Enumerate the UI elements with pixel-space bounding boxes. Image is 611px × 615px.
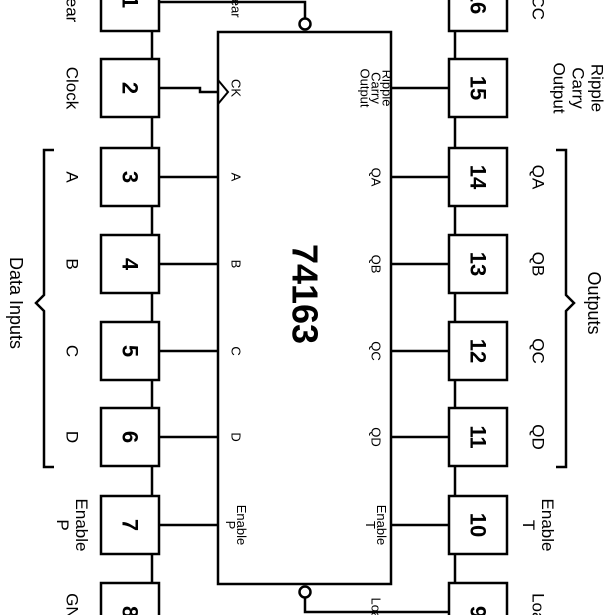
data-inputs-brace bbox=[34, 148, 54, 469]
pin-inner-label: C bbox=[229, 346, 244, 355]
pin-box bbox=[99, 320, 161, 382]
data-inputs-label: Data Inputs bbox=[6, 257, 26, 349]
pin-inner-label: D bbox=[229, 432, 244, 441]
pin-number: 12 bbox=[466, 339, 491, 363]
pin-outer-label: QD bbox=[529, 424, 548, 450]
pin-number: 3 bbox=[118, 171, 143, 183]
pin-1: 1 bbox=[99, 0, 161, 33]
pin-inner-label: B bbox=[229, 260, 244, 269]
pin-number: 16 bbox=[466, 0, 491, 14]
pin-box bbox=[99, 146, 161, 208]
pin-8: 8 bbox=[99, 581, 161, 615]
pin-inner-label: Clear bbox=[229, 0, 244, 18]
pin-outer-label: QC bbox=[529, 338, 548, 364]
pin-box bbox=[99, 581, 161, 615]
pin-box bbox=[447, 0, 509, 33]
pin-outer-label: QB bbox=[529, 252, 548, 277]
pin-box bbox=[99, 0, 161, 33]
pin-15: 15 bbox=[447, 57, 509, 119]
pin-number: 2 bbox=[118, 82, 143, 94]
pin-box bbox=[447, 57, 509, 119]
pin-box bbox=[447, 406, 509, 468]
pin-11: 11 bbox=[447, 406, 509, 468]
clear-inversion-bubble bbox=[298, 17, 312, 31]
pin-inner-label: CK bbox=[229, 79, 244, 97]
pin-outer-label: C bbox=[63, 345, 82, 357]
pin-outer-label: Clear bbox=[63, 0, 82, 23]
pin-number: 5 bbox=[118, 345, 143, 357]
pin-number: 10 bbox=[466, 513, 491, 537]
wire-clock bbox=[159, 86, 218, 94]
wire-load bbox=[303, 598, 449, 614]
pin-inner-label: Load bbox=[369, 598, 384, 615]
pin-outer-label: Load bbox=[529, 593, 548, 615]
load-inversion-bubble bbox=[298, 585, 312, 599]
pin-box bbox=[99, 233, 161, 295]
pin-outer-label: Clock bbox=[63, 67, 82, 110]
pin-box bbox=[447, 494, 509, 556]
pin-10: 10 bbox=[447, 494, 509, 556]
pin-number: 8 bbox=[118, 606, 143, 615]
pin-inner-label: RippleCarryOutput bbox=[358, 68, 395, 107]
outputs-brace bbox=[556, 148, 576, 469]
pin-12: 12 bbox=[447, 320, 509, 382]
pin-number: 4 bbox=[118, 258, 143, 271]
pin-number: 6 bbox=[118, 431, 143, 443]
pin-number: 1 bbox=[118, 0, 143, 8]
pin-outer-label: GND bbox=[63, 593, 82, 615]
pin-number: 7 bbox=[118, 519, 143, 531]
pin-outer-label: B bbox=[63, 258, 82, 269]
pin-box bbox=[447, 233, 509, 295]
pin-4: 4 bbox=[99, 233, 161, 295]
pin-7: 7 bbox=[99, 494, 161, 556]
pin-box bbox=[99, 494, 161, 556]
pin-16: 16 bbox=[447, 0, 509, 33]
pin-3: 3 bbox=[99, 146, 161, 208]
pin-inner-label: EnableP bbox=[223, 505, 249, 545]
pin-inner-label: QC bbox=[369, 341, 384, 361]
pin-number: 9 bbox=[466, 606, 491, 615]
pin-14: 14 bbox=[447, 146, 509, 208]
pin-2: 2 bbox=[99, 57, 161, 119]
pin-outer-label: A bbox=[63, 171, 82, 183]
pin-inner-label: QB bbox=[369, 255, 384, 274]
pin-outer-label: EnableP bbox=[53, 499, 91, 552]
pin-outer-label: EnableT bbox=[519, 499, 557, 552]
wire-clear bbox=[159, 0, 307, 18]
pin-inner-label: QA bbox=[369, 168, 384, 187]
pin-13: 13 bbox=[447, 233, 509, 295]
chip-body bbox=[216, 30, 393, 586]
pin-outer-label: VCC bbox=[529, 0, 548, 20]
pin-9: 9 bbox=[447, 581, 509, 615]
pin-number: 14 bbox=[466, 165, 491, 190]
pin-inner-label: EnableT bbox=[363, 505, 389, 545]
pin-number: 11 bbox=[466, 425, 491, 448]
pin-inner-label: A bbox=[229, 173, 244, 182]
pin-6: 6 bbox=[99, 406, 161, 468]
pin-number: 15 bbox=[466, 76, 491, 100]
outputs-label: Outputs bbox=[584, 271, 604, 334]
pin-inner-label: QD bbox=[369, 427, 384, 447]
pin-5: 5 bbox=[99, 320, 161, 382]
pin-outer-label: QA bbox=[529, 165, 548, 190]
pin-number: 13 bbox=[466, 252, 491, 276]
clock-edge-marker bbox=[217, 79, 230, 105]
pin-outer-label: RippleCarryOutput bbox=[550, 62, 607, 113]
chip-part-number: 74163 bbox=[285, 244, 326, 344]
pin-box bbox=[99, 406, 161, 468]
pin-box bbox=[447, 320, 509, 382]
pin-outer-label: D bbox=[63, 431, 82, 443]
